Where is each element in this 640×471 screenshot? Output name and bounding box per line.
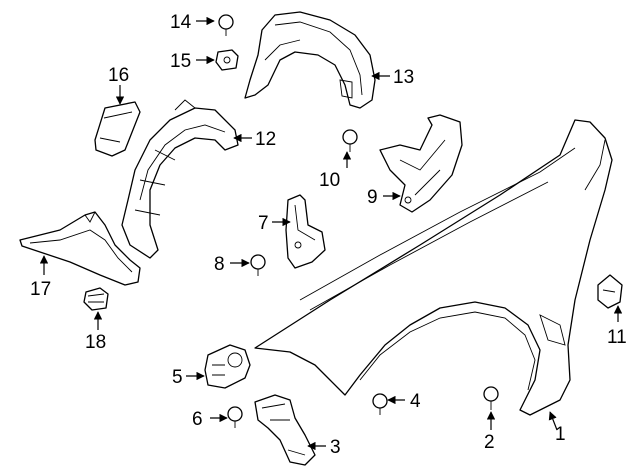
screw-14-part[interactable] [218,14,234,36]
callout-1: 1 [555,424,566,445]
callout-6: 6 [192,409,203,430]
callout-10: 10 [319,170,340,191]
callout-12: 12 [255,129,276,150]
callout-13: 13 [393,67,414,88]
callout-15: 15 [170,51,191,72]
panel-part[interactable] [94,101,141,157]
callout-17: 17 [30,279,51,300]
callout-5: 5 [172,367,183,388]
callout-16: 16 [108,65,129,86]
callout-18: 18 [85,332,106,353]
bolt-4-part[interactable] [372,393,388,415]
bolt-6-part[interactable] [227,406,243,428]
bracket-3-part[interactable] [254,394,316,466]
callout-14: 14 [170,12,192,33]
bolt-10-part[interactable] [342,129,358,152]
callout-labels: 14 15 13 16 12 10 9 7 8 17 18 11 5 6 4 2… [30,12,627,458]
under-shield-part[interactable] [19,211,141,286]
bracket-5-part[interactable] [204,344,251,389]
callout-8: 8 [214,254,225,275]
callout-7: 7 [258,213,269,234]
callout-2: 2 [484,432,495,453]
callout-3: 3 [330,437,341,458]
bracket-9-part[interactable] [379,114,463,213]
rear-liner-part[interactable] [244,11,376,109]
callout-4: 4 [410,391,421,412]
callout-9: 9 [367,187,378,208]
bolt-2-part[interactable] [483,386,499,410]
bracket-7-part[interactable] [285,194,326,269]
wheelhouse-liner-part[interactable] [121,99,239,259]
callout-11: 11 [607,327,627,348]
clip-18-part[interactable] [83,287,109,311]
fender-part[interactable] [254,119,613,416]
clip-11-part[interactable] [597,274,623,309]
leader-lines [39,16,623,451]
nut-15-part[interactable] [215,49,239,71]
bolt-8-part[interactable] [250,254,266,276]
